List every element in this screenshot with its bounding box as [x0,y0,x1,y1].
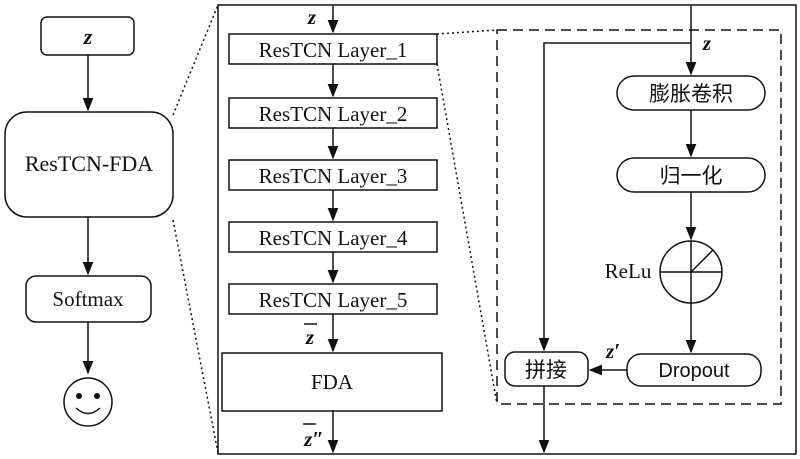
relu-activation-icon [659,240,723,304]
detail-connector-top [436,29,498,35]
detail-panel: z 膨胀卷积 归一化 ReLu Dropout z′ 拼接 [496,6,782,454]
middle-input-z-label: z [307,5,317,29]
detail-input-z-label: z [702,31,712,55]
expanded-frame [217,4,797,455]
layer-label-2: ResTCN Layer_2 [259,102,408,126]
normalize-label: 归一化 [660,164,723,188]
detail-dashed-frame [496,29,782,405]
restcn-fda-box [4,111,174,218]
middle-panel: z ResTCN Layer_1 ResTCN Layer_2 ResTCN L… [221,5,443,454]
zoom-connector-bottom [172,219,219,454]
z-bar-label: z [305,325,315,349]
layer-label-4: ResTCN Layer_4 [259,226,408,250]
layer-label-1: ResTCN Layer_1 [259,38,408,62]
concat-label: 拼接 [525,358,567,382]
restcn-fda-label: ResTCN-FDA [25,151,153,176]
z-double-prime-label: z″ [303,427,324,451]
left-column: z ResTCN-FDA Softmax [4,16,174,427]
detail-connector-bottom [436,63,498,405]
zoom-connector-top [172,4,219,116]
layer-box-1 [228,33,438,65]
z-bar-label-group: z [304,323,317,349]
dropout-label: Dropout [658,360,730,382]
layer-label-3: ResTCN Layer_3 [259,164,408,188]
input-z-label: z [83,24,93,49]
layer-label-5: ResTCN Layer_5 [259,288,408,312]
layer-box-3 [228,159,438,191]
z-double-prime-label-group: z″ [303,423,324,451]
smiley-face-icon [63,377,113,427]
fda-box [221,352,443,412]
layer-box-5 [228,283,438,315]
relu-label: ReLu [605,259,652,283]
layer-box-4 [228,221,438,253]
softmax-label: Softmax [52,287,124,311]
concat-box [504,351,589,387]
dilated-conv-label: 膨胀卷积 [649,82,733,106]
fda-label: FDA [311,370,354,394]
skip-connection-line [538,42,691,352]
layer-box-2 [228,97,438,129]
z-prime-label: z′ [605,339,620,363]
